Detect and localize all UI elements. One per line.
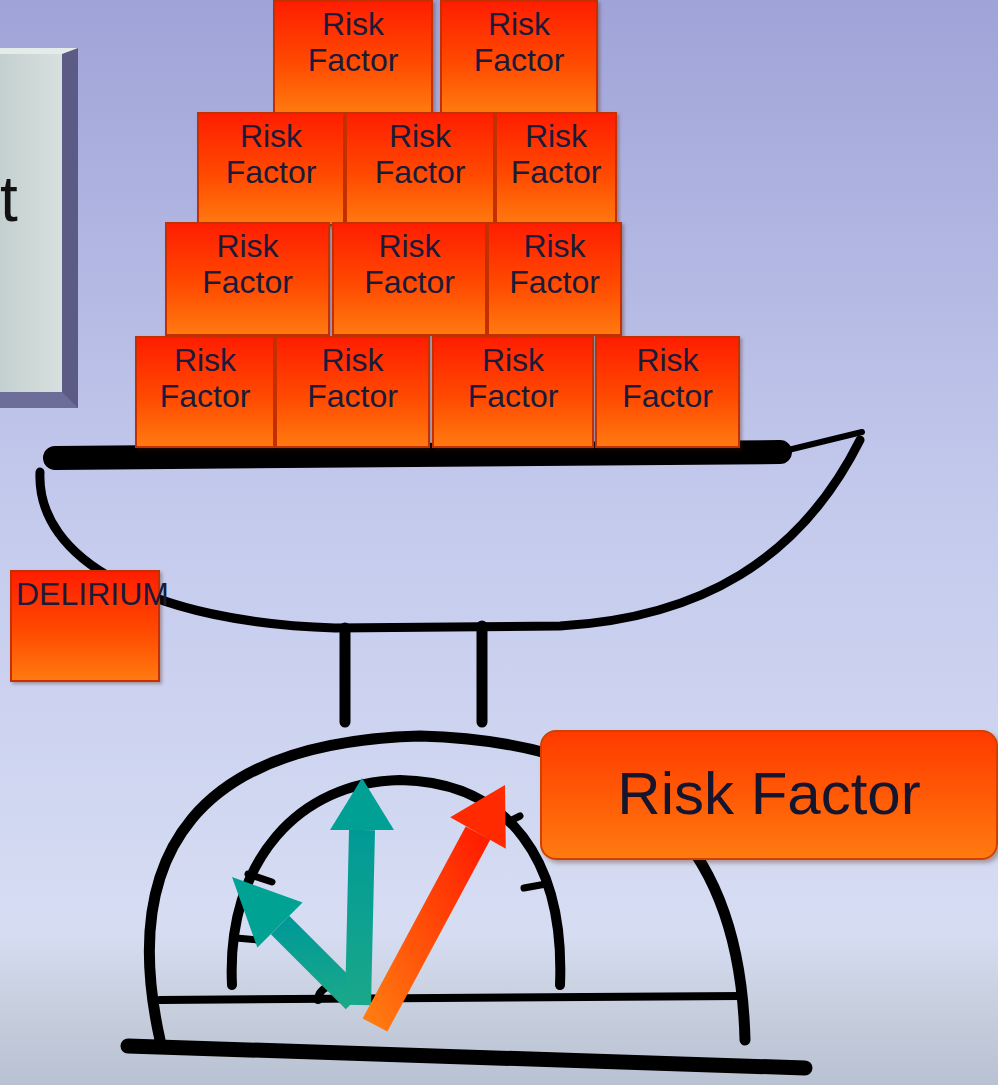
gauge-arch (232, 780, 561, 985)
risk-factor-label: Risk Factor (446, 6, 592, 78)
title-fragment: t (0, 164, 62, 234)
red-needle (375, 833, 478, 1025)
risk-factor-block: Risk Factor (495, 112, 617, 226)
risk-factor-block: Risk Factor (432, 336, 594, 448)
risk-factor-label: Risk Factor (203, 118, 339, 190)
risk-factor-label: DELIRIUM (16, 576, 154, 612)
red-needle-head (450, 785, 506, 849)
node-box: DELIRIUM (10, 570, 160, 682)
risk-factor-label: Risk Factor (351, 118, 489, 190)
scale-stem (345, 626, 482, 722)
risk-factor-label: Risk Factor (493, 228, 616, 300)
scale-foot (128, 1046, 805, 1068)
gauge-base (160, 996, 742, 1000)
teal-needle (358, 830, 362, 1005)
scale-bowl (40, 440, 860, 628)
teal-needle (280, 925, 355, 1000)
risk-factor-block: Risk Factor (165, 222, 330, 336)
risk-factor-block: Risk Factor (135, 336, 275, 448)
risk-factor-block: Risk Factor (440, 0, 598, 114)
scale-pan-rim (55, 452, 780, 458)
risk-factor-label: Risk Factor (338, 228, 481, 300)
risk-factor-label: Risk Factor (601, 342, 734, 414)
scale-pan-tip (780, 432, 862, 452)
risk-factor-block: Risk Factor (332, 222, 487, 336)
teal-needle-head (232, 877, 303, 948)
gauge-needles (232, 778, 506, 1025)
risk-factor-block: Risk Factor (595, 336, 740, 448)
risk-factor-block: Risk Factor (345, 112, 495, 226)
risk-factor-label: Risk Factor (501, 118, 611, 190)
risk-factor-label: Risk Factor (141, 342, 269, 414)
outcome-label: Risk Factor (542, 732, 996, 856)
risk-factor-block: Risk Factor (487, 222, 622, 336)
risk-factor-block: Risk Factor (197, 112, 345, 226)
outcome-box: Risk Factor (540, 730, 998, 860)
risk-factor-label: Risk Factor (438, 342, 588, 414)
risk-factor-label: Risk Factor (281, 342, 424, 414)
risk-factor-block: Risk Factor (273, 0, 433, 114)
teal-needle-head (330, 778, 394, 830)
title-box: t (0, 48, 78, 408)
risk-factor-block: Risk Factor (275, 336, 430, 448)
risk-factor-label: Risk Factor (279, 6, 427, 78)
risk-factor-label: Risk Factor (171, 228, 324, 300)
